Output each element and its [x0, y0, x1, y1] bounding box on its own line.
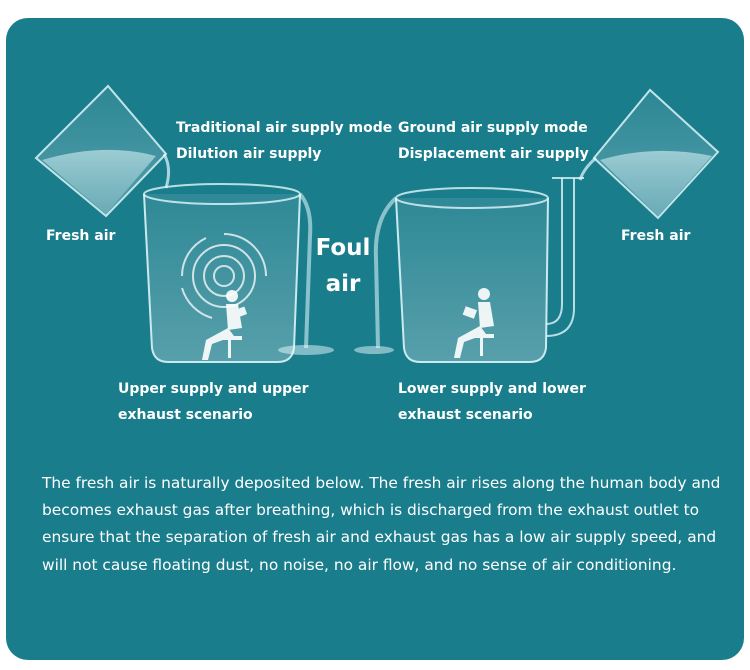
person-reading-icon	[202, 290, 248, 360]
traditional-mode-label: Traditional air supply mode	[176, 120, 393, 136]
diagram-card: Traditional air supply mode Dilution air…	[6, 18, 744, 660]
right-funnel-icon	[578, 88, 720, 220]
right-beaker-icon	[354, 177, 584, 363]
left-funnel-icon	[34, 84, 171, 218]
illustration	[34, 84, 720, 363]
foul-air-label-line1: Foul	[315, 235, 371, 261]
left-beaker-icon	[143, 183, 334, 363]
swirl-icon	[180, 233, 267, 319]
displacement-label: Displacement air supply	[398, 146, 589, 162]
fresh-air-left-label: Fresh air	[46, 228, 116, 244]
upper-scenario-label-line2: exhaust scenario	[118, 407, 253, 423]
person-reading-icon	[454, 288, 494, 358]
lower-scenario-label-line2: exhaust scenario	[398, 407, 533, 423]
upper-scenario-label-line1: Upper supply and upper	[118, 381, 309, 397]
foul-air-label-line2: air	[325, 271, 361, 297]
dilution-label: Dilution air supply	[176, 146, 322, 162]
description-text: The fresh air is naturally deposited bel…	[42, 474, 721, 574]
fresh-air-right-label: Fresh air	[621, 228, 691, 244]
lower-scenario-label-line1: Lower supply and lower	[398, 381, 586, 397]
ground-mode-label: Ground air supply mode	[398, 120, 588, 136]
